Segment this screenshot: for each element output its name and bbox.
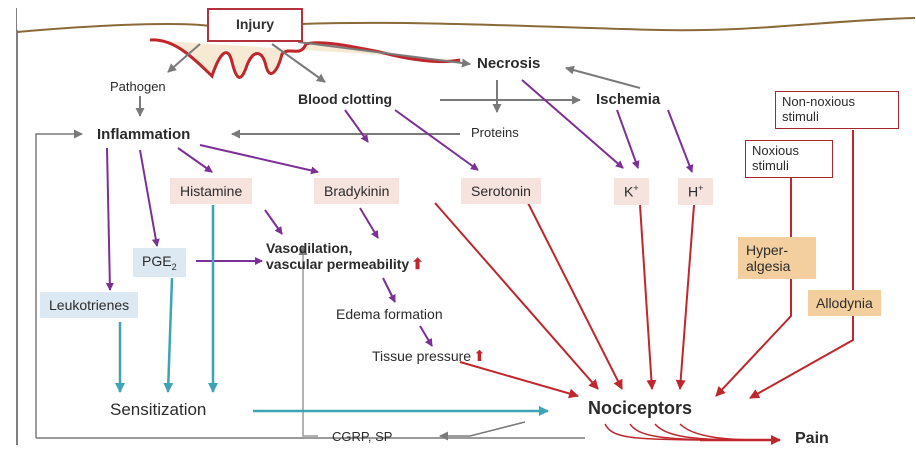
vasodilation-line2-text: vascular permeability [266, 256, 409, 272]
hydrogen-charge: + [698, 183, 703, 193]
vasodilation-label: Vasodilation, vascular permeability⬆ [266, 240, 424, 273]
leukotrienes-box: Leukotrienes [40, 292, 138, 318]
injury-box: Injury [207, 8, 303, 42]
pge2-base: PGE [142, 253, 172, 269]
inflammation-label: Inflammation [97, 126, 190, 143]
vasodilation-line2: vascular permeability⬆ [266, 256, 424, 273]
blood-clotting-label: Blood clotting [298, 91, 392, 107]
potassium-charge: + [633, 183, 638, 193]
bradykinin-box: Bradykinin [314, 178, 399, 204]
allodynia-box: Allodynia [808, 290, 881, 316]
pge2-subscript: 2 [172, 262, 177, 272]
noxious-stimuli-box: Noxious stimuli [745, 140, 833, 178]
cgrp-sp-label: CGRP, SP [332, 430, 392, 445]
increase-arrow-icon: ⬆ [411, 256, 424, 273]
hydrogen-symbol: H [688, 184, 698, 200]
serotonin-box: Serotonin [461, 178, 541, 204]
tissue-pressure-text: Tissue pressure [372, 348, 471, 364]
sensitization-label: Sensitization [110, 400, 206, 420]
nociceptors-label: Nociceptors [588, 398, 692, 419]
proteins-label: Proteins [471, 126, 519, 141]
wound-shape [150, 40, 460, 78]
potassium-symbol: K [624, 184, 633, 200]
pain-label: Pain [795, 430, 829, 448]
vasodilation-line1: Vasodilation, [266, 240, 424, 256]
pathogen-label: Pathogen [110, 80, 166, 95]
hydrogen-box: H+ [678, 178, 713, 205]
pge2-box: PGE2 [133, 248, 186, 277]
non-noxious-stimuli-box: Non-noxious stimuli [775, 91, 899, 129]
edema-formation-label: Edema formation [336, 306, 443, 322]
hyperalgesia-box: Hyper-algesia [738, 237, 816, 279]
histamine-box: Histamine [170, 178, 252, 204]
tissue-pressure-label: Tissue pressure⬆ [372, 348, 486, 365]
potassium-box: K+ [614, 178, 649, 205]
necrosis-label: Necrosis [477, 55, 540, 72]
ischemia-label: Ischemia [596, 91, 660, 108]
increase-arrow-icon-2: ⬆ [473, 348, 486, 365]
